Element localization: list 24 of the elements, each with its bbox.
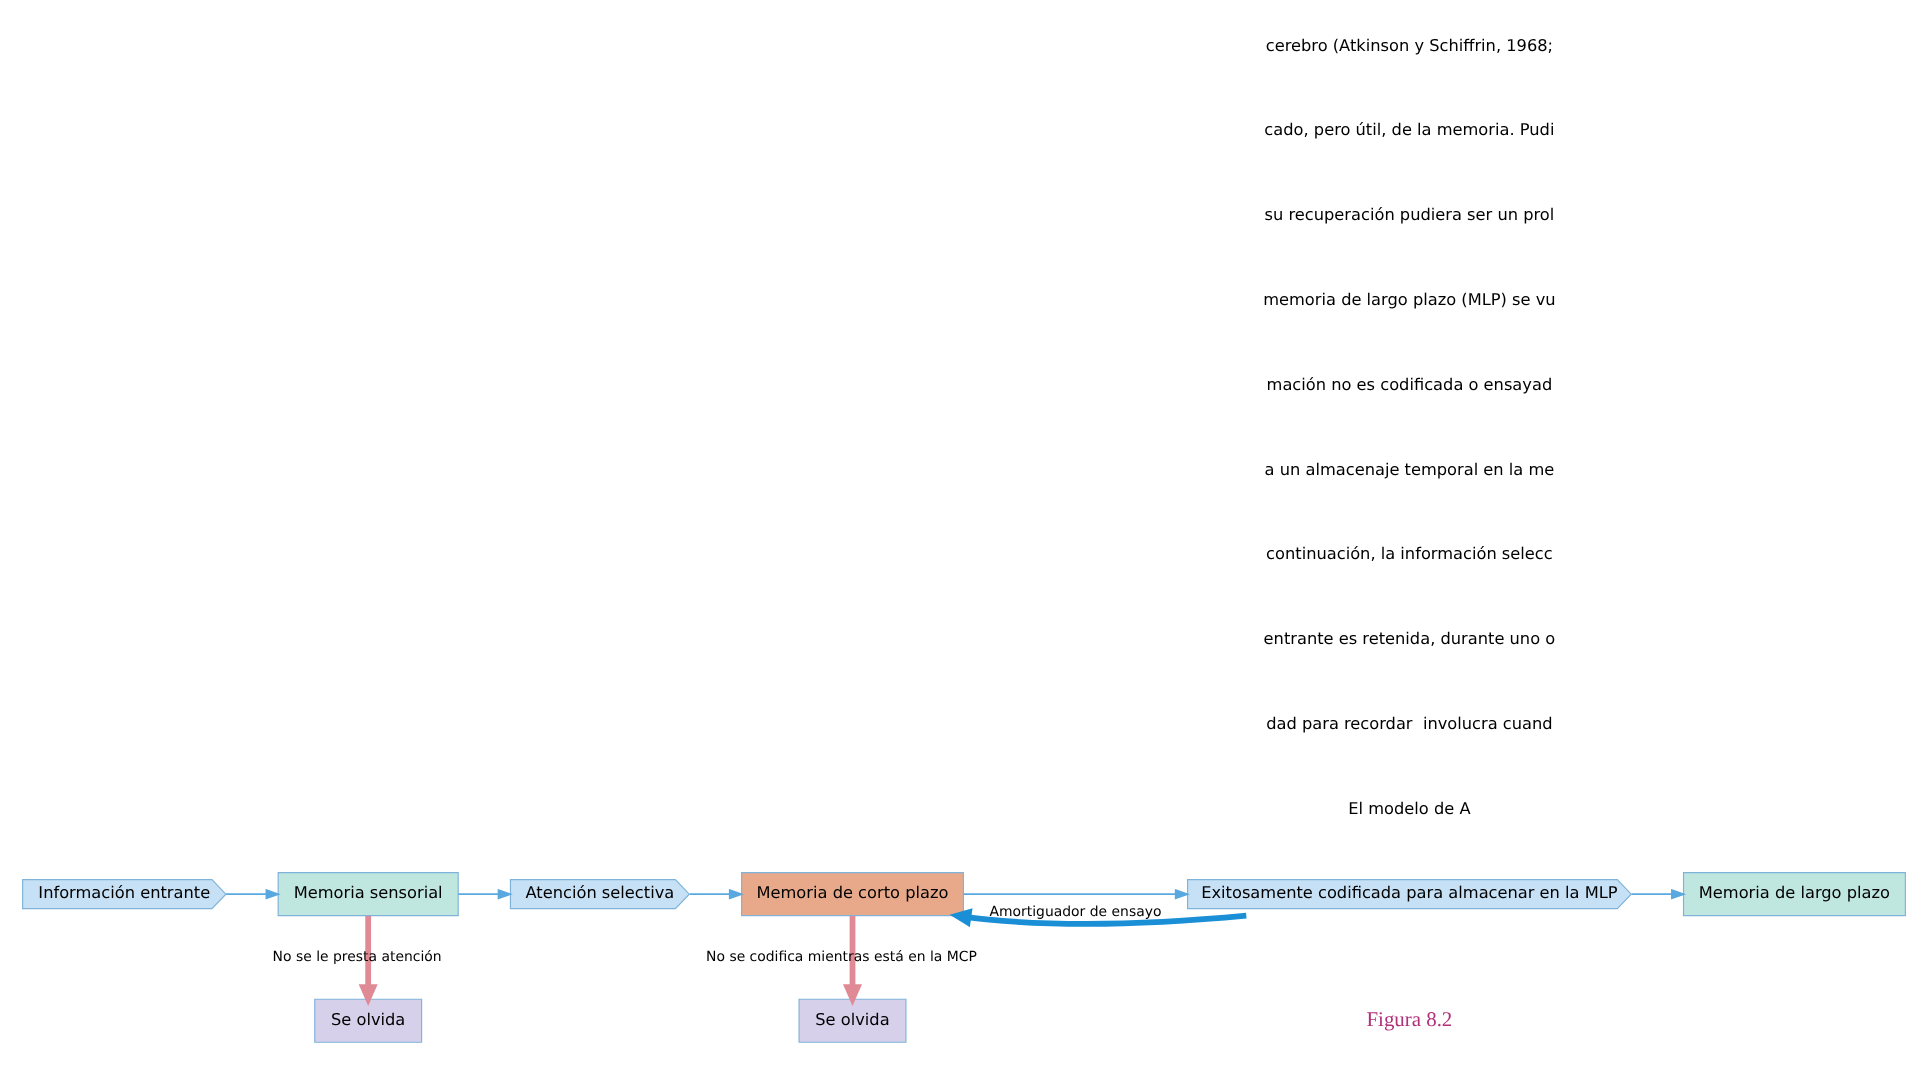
arrow <box>687 887 743 899</box>
node-box: Memoria de corto plazo <box>740 871 963 916</box>
node-box: Memoria sensorial <box>276 871 458 916</box>
label: dad para recordar involucra cuand <box>1265 711 1552 732</box>
arrow <box>961 887 1189 899</box>
arrow <box>224 887 280 899</box>
label: mación no es codificada o ensayad <box>1265 372 1552 393</box>
node-box: Se olvida <box>797 997 906 1042</box>
label: memoria de largo plazo (MLP) se vu <box>1262 287 1555 308</box>
label: a un almacenaje temporal en la me <box>1263 457 1554 478</box>
node-box: Se olvida <box>313 997 422 1042</box>
label: cado, pero útil, de la memoria. Pudi <box>1263 118 1554 139</box>
label: entrante es retenida, durante uno o <box>1262 627 1555 648</box>
arrow <box>948 907 1246 927</box>
label: El modelo de A <box>1347 796 1470 817</box>
arrow <box>1629 887 1686 899</box>
arrow <box>842 915 862 1005</box>
label: cerebro (Atkinson y Schiffrin, 1968; <box>1264 33 1553 54</box>
label: su recuperación pudiera ser un prol <box>1263 203 1554 224</box>
node-box: Memoria de largo plazo <box>1681 871 1905 916</box>
label: continuación, la información selecc <box>1265 542 1552 563</box>
arrow <box>456 887 512 899</box>
label: Figura 8.2 <box>1365 1008 1452 1031</box>
arrow <box>357 915 377 1005</box>
